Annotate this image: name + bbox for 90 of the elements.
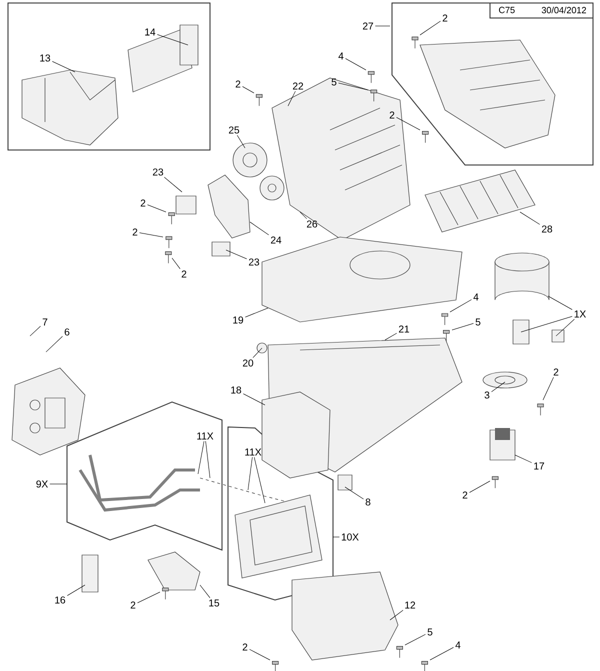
leader-line xyxy=(198,440,204,474)
leader-line xyxy=(46,336,63,352)
callout-number: 24 xyxy=(270,236,282,244)
leader-line xyxy=(288,90,296,106)
leader-line xyxy=(520,212,540,225)
leader-line xyxy=(137,592,160,604)
leader-line xyxy=(157,34,188,46)
callout-number: 23 xyxy=(248,258,260,266)
callout-number: 22 xyxy=(292,82,304,90)
sheet-date: 30/04/2012 xyxy=(542,6,586,14)
leader-line xyxy=(338,82,368,90)
callout-number: 2 xyxy=(140,200,146,206)
callout-number: 18 xyxy=(231,386,242,394)
leader-line xyxy=(452,323,474,330)
callout-number: 4 xyxy=(338,52,344,60)
leader-line xyxy=(67,584,86,596)
callout-number: 14 xyxy=(145,28,156,36)
leader-line xyxy=(164,177,182,192)
leader-line xyxy=(243,394,266,406)
leader-line xyxy=(556,318,575,336)
callout-number: 19 xyxy=(233,316,244,324)
leader-line xyxy=(30,326,41,336)
callout-number: 2 xyxy=(554,368,558,376)
callout-number: 2 xyxy=(442,14,448,22)
callout-number: 2 xyxy=(182,270,186,278)
callout-number: 11X xyxy=(197,432,214,440)
callout-number: 26 xyxy=(306,220,318,228)
leader-line xyxy=(344,486,364,500)
leader-line xyxy=(147,204,166,212)
leader-line xyxy=(491,382,506,392)
leader-line xyxy=(396,117,420,130)
callout-number: 16 xyxy=(55,596,66,604)
leader-line xyxy=(254,456,266,504)
callout-number: 2 xyxy=(236,80,240,88)
callout-number: 7 xyxy=(42,318,48,326)
leader-line xyxy=(300,212,307,219)
leader-line xyxy=(404,634,426,646)
callout-number: 2 xyxy=(462,492,468,498)
callout-number: 8 xyxy=(366,498,370,506)
leader-line xyxy=(332,536,340,538)
callout-number: 2 xyxy=(242,644,248,650)
callout-number: 4 xyxy=(473,294,478,300)
leader-line xyxy=(345,58,366,70)
callout-number: 23 xyxy=(152,168,164,176)
leader-line xyxy=(250,222,269,236)
leader-line xyxy=(236,135,246,148)
callout-number: 2 xyxy=(132,228,138,236)
leader-line xyxy=(469,480,490,493)
callout-number: 21 xyxy=(398,326,410,332)
callout-number: 5 xyxy=(332,78,336,86)
leader-line xyxy=(226,250,247,260)
callout-number: 5 xyxy=(476,318,480,326)
leader-line xyxy=(390,610,404,620)
leader-line xyxy=(542,376,554,400)
callout-number: 5 xyxy=(428,628,432,636)
callout-number: 6 xyxy=(64,328,70,336)
callout-number: 17 xyxy=(534,462,544,470)
callout-number: 15 xyxy=(209,600,220,606)
leader-line xyxy=(420,20,441,36)
leader-line xyxy=(249,649,270,660)
leader-line xyxy=(514,454,532,463)
leader-line xyxy=(245,308,268,318)
leader-line xyxy=(384,332,397,340)
callout-number: 20 xyxy=(242,359,254,367)
callout-number: 28 xyxy=(542,225,552,233)
callout-number: 2 xyxy=(390,112,394,118)
leader-line xyxy=(520,316,572,332)
callout-number: 12 xyxy=(405,602,416,608)
callout-number: 1X xyxy=(574,310,586,318)
leader-line xyxy=(430,647,454,660)
leader-line xyxy=(248,456,253,490)
leader-line xyxy=(200,584,210,598)
leader-line xyxy=(139,232,164,238)
callout-number: 3 xyxy=(484,391,490,399)
callout-number: 4 xyxy=(455,642,460,648)
callout-number: 2 xyxy=(130,602,136,608)
callout-number: 27 xyxy=(362,22,374,30)
callout-number: 9X xyxy=(36,480,48,488)
leader-line xyxy=(172,258,180,270)
callout-number: 10X xyxy=(342,533,359,541)
leader-line xyxy=(52,61,76,72)
callout-number: 13 xyxy=(40,54,50,62)
leader-line xyxy=(205,440,210,478)
leader-line xyxy=(252,348,262,358)
sheet-code: C75 xyxy=(499,6,515,14)
callout-number: 11X xyxy=(245,448,262,456)
leader-line xyxy=(548,296,572,310)
callout-number: 25 xyxy=(228,126,240,134)
leader-line xyxy=(450,299,472,312)
leader-line xyxy=(242,86,254,94)
